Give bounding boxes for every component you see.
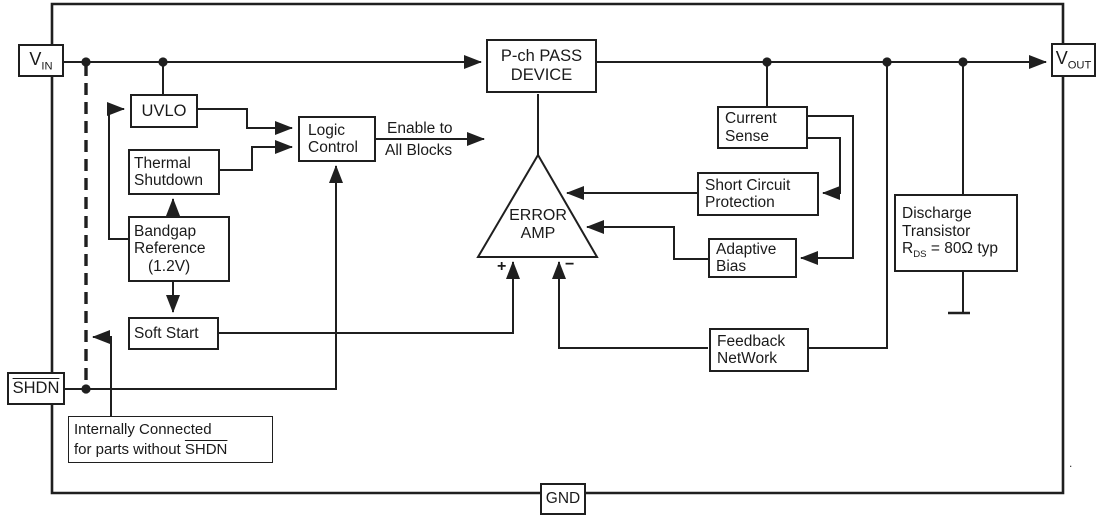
- block-label-rds: RDS = 80Ω typ: [902, 240, 999, 261]
- wire-adaptive-bias-to-erroramp: [586, 220, 708, 260]
- pin-vin-label: VIN: [29, 48, 53, 73]
- wire-thermal-to-logic: [220, 140, 293, 171]
- wire-note-leader: [92, 330, 112, 416]
- junction-dot: [81, 384, 91, 394]
- block-label: Short Circuit: [705, 176, 791, 194]
- block-label: Thermal: [134, 154, 191, 172]
- block-label: Bandgap: [134, 222, 197, 240]
- chip-boundary: [50, 2, 1065, 495]
- block-feedback-network: Feedback NetWork: [709, 328, 809, 372]
- junction-dots: [81, 57, 968, 394]
- block-label: DEVICE: [510, 66, 573, 84]
- pin-shdn-label: SHDN: [12, 379, 60, 397]
- wire-feedback-to-erroramp-minus: [552, 261, 708, 349]
- enable-annotation-line2: All Blocks: [385, 142, 453, 159]
- wires: [64, 55, 1047, 416]
- stray-mark: .: [1069, 456, 1073, 470]
- block-label: P-ch PASS: [500, 47, 583, 66]
- note-line: for parts without SHDN: [74, 440, 228, 458]
- block-label: Logic: [308, 121, 346, 139]
- pin-vout: VOUT: [1051, 43, 1096, 77]
- block-label: Control: [308, 139, 358, 156]
- block-label: Soft Start: [134, 324, 199, 342]
- block-logic-control: Logic Control: [298, 116, 376, 162]
- block-discharge-transistor: Discharge Transistor RDS = 80Ω typ: [894, 194, 1018, 272]
- block-short-circuit-protection: Short Circuit Protection: [697, 172, 819, 216]
- block-soft-start: Soft Start: [128, 317, 219, 350]
- note-line: Internally Connected: [74, 421, 212, 438]
- junction-dot: [81, 57, 91, 67]
- error-amp-plus-sign: +: [497, 258, 507, 275]
- block-adaptive-bias: Adaptive Bias: [708, 238, 797, 278]
- wire-feedback-to-vout-rail: [808, 64, 888, 349]
- block-label: Reference: [134, 240, 206, 258]
- pin-vout-label: VOUT: [1055, 48, 1092, 72]
- block-label: UVLO: [141, 101, 187, 120]
- note-internally-connected: Internally Connected for parts without S…: [68, 416, 273, 463]
- block-label: Adaptive: [716, 240, 777, 258]
- block-label: Discharge: [902, 205, 972, 223]
- wire-current-sense-to-adaptive-bias: [800, 115, 854, 265]
- wires-over-triangle: [566, 186, 708, 260]
- block-label: Bias: [716, 258, 747, 275]
- error-amp-minus-sign: −: [565, 256, 575, 273]
- block-label: (1.2V): [148, 257, 191, 275]
- block-label: NetWork: [717, 350, 778, 367]
- error-amp-triangle: [476, 153, 599, 258]
- block-pass-device: P-ch PASS DEVICE: [486, 39, 597, 93]
- block-thermal-shutdown: Thermal Shutdown: [128, 149, 220, 195]
- block-label: Feedback: [717, 332, 786, 350]
- block-label: Transistor: [902, 222, 971, 240]
- pin-gnd: GND: [540, 483, 586, 515]
- error-amp-label: ERROR AMP: [490, 207, 586, 244]
- pin-shdn: SHDN: [7, 372, 65, 405]
- block-uvlo: UVLO: [130, 94, 198, 128]
- pin-gnd-label: GND: [545, 490, 581, 507]
- junction-dot: [958, 57, 968, 67]
- junction-dot: [158, 57, 168, 67]
- wire-current-sense-to-short-circuit: [808, 137, 841, 200]
- block-label: Protection: [705, 194, 775, 211]
- wire-shdn-to-logic: [65, 165, 343, 390]
- junction-dot: [762, 57, 772, 67]
- wire-softstart-to-erroramp-plus: [219, 261, 520, 334]
- error-amp-label-line: ERROR: [509, 207, 567, 224]
- block-bandgap-reference: Bandgap Reference (1.2V): [128, 216, 230, 282]
- block-label: Current: [725, 110, 777, 127]
- error-amp-label-line: AMP: [520, 225, 556, 243]
- wire-bandgap-to-uvlo: [107, 102, 129, 240]
- block-label: Shutdown: [134, 172, 203, 189]
- block-label: Sense: [725, 127, 769, 145]
- block-current-sense: Current Sense: [717, 106, 808, 149]
- wire-uvlo-to-logic: [198, 108, 293, 135]
- junction-dot: [882, 57, 892, 67]
- enable-annotation-line1: Enable to: [387, 120, 453, 137]
- pin-vin: VIN: [18, 44, 64, 77]
